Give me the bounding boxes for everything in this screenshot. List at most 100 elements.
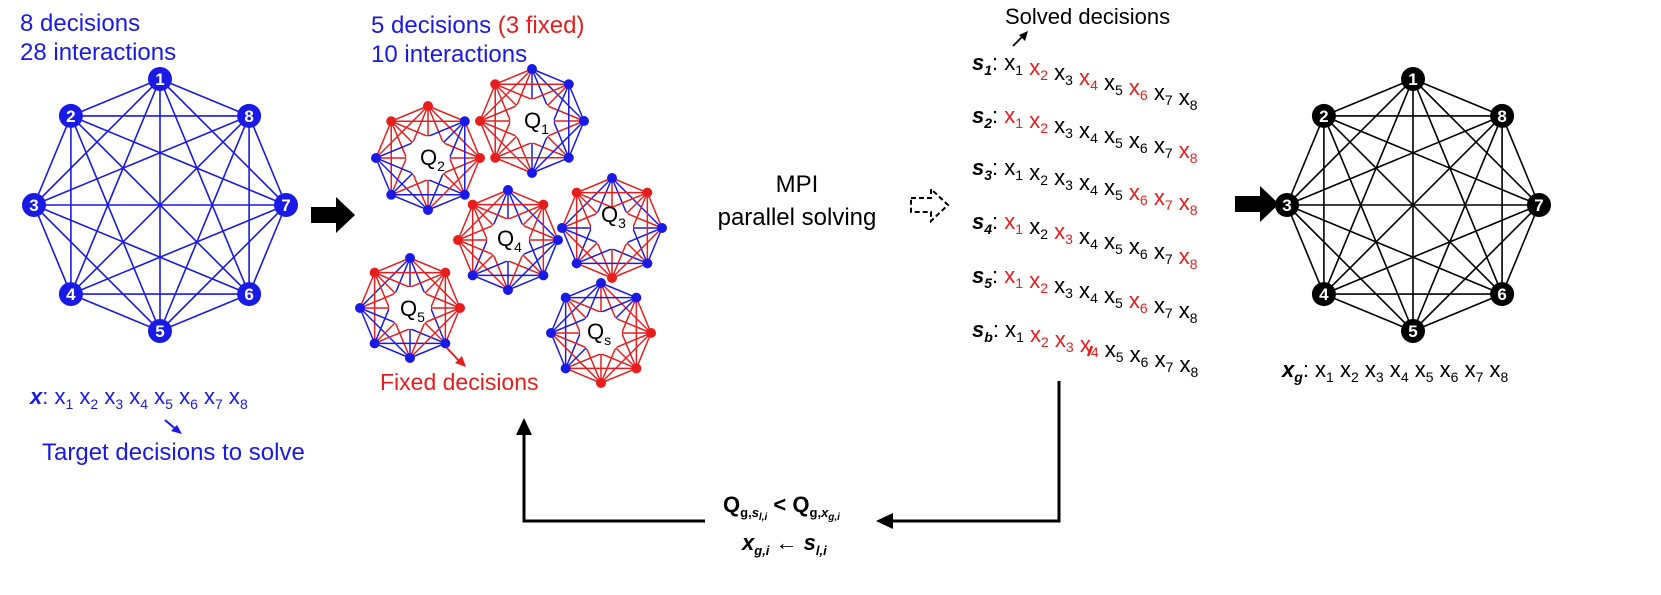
graph-edge xyxy=(1323,204,1540,295)
subgraph-node xyxy=(453,235,463,245)
subgraph-edge xyxy=(568,83,585,122)
subgraph-node xyxy=(596,278,606,288)
subgraph-node xyxy=(557,223,567,233)
subgraph-node xyxy=(440,267,451,278)
subgraph-edge xyxy=(472,189,509,206)
solved-row-1: s1: x1 x2 x3 x4 x5 x6 x7 x8 xyxy=(972,50,1198,113)
subgraph-node xyxy=(503,185,513,195)
graph-node xyxy=(1527,193,1551,217)
subgraph-edge xyxy=(635,332,652,369)
subgraph-edge xyxy=(568,120,585,159)
subgraph-edge xyxy=(507,239,559,291)
solved-row-b-mark xyxy=(1086,345,1094,357)
subgraph-edge xyxy=(494,68,533,85)
graph-edge xyxy=(1412,78,1503,295)
solved-row-2: s2: x1 x2 x3 x4 x5 x6 x7 x8 xyxy=(972,103,1198,166)
graph-node xyxy=(237,103,262,128)
subgraph-edge xyxy=(427,105,466,122)
subgraph-node xyxy=(642,258,653,269)
graph-node xyxy=(237,282,262,307)
subgraph-node xyxy=(467,199,478,210)
subgraph-node xyxy=(538,199,549,210)
subgraph-edge xyxy=(507,189,544,206)
graph-edge xyxy=(1501,115,1540,206)
subgraph-edge xyxy=(472,274,509,291)
graph-node-label: 4 xyxy=(66,285,76,304)
subgraph-node xyxy=(631,363,642,374)
subgraph-edge xyxy=(375,157,392,196)
subgraph-node xyxy=(607,273,617,283)
subproblem-label-q4: Q4 xyxy=(497,226,522,255)
graph-edge xyxy=(1286,204,1325,295)
graph-node xyxy=(1401,319,1425,343)
graph-edge xyxy=(159,293,250,332)
graph-edge xyxy=(70,204,287,295)
subgraph-node xyxy=(560,363,571,374)
graph-node xyxy=(1401,67,1425,91)
subgraph-edge xyxy=(427,194,466,211)
flow-arrow-1 xyxy=(311,197,355,233)
subgraph-edge xyxy=(646,227,663,264)
graph-node xyxy=(1490,103,1515,128)
subgraph-center xyxy=(510,99,554,143)
graph-node xyxy=(148,319,172,343)
graph-node-label: 5 xyxy=(155,322,164,341)
graph-edge xyxy=(70,115,287,206)
subgraph-edge xyxy=(444,272,461,309)
target-arrow-head xyxy=(171,425,182,434)
update-condition: Qg,sl,i < Qg,xg,i xyxy=(723,492,840,523)
subgraph-node xyxy=(527,64,537,74)
graph-edge xyxy=(1412,293,1503,332)
left-decisions-count: 8 decisions xyxy=(20,10,140,37)
middle-interactions-count: 10 interactions xyxy=(371,41,527,68)
graph-node-label: 7 xyxy=(1534,196,1543,215)
graph-edge xyxy=(1323,78,1414,295)
graph-edge xyxy=(248,204,287,295)
subgraph-edge xyxy=(359,272,376,309)
solved-row-3: s3: x1 x2 x3 x4 x5 x6 x7 x8 xyxy=(972,155,1198,218)
graph-edge xyxy=(159,78,250,295)
update-rule: Qg,sl,i < Qg,xg,i xg,i ← sl,i xyxy=(723,492,840,558)
subgraph-node xyxy=(563,152,574,163)
subgraph-edge xyxy=(550,332,567,369)
solved-arrow-head xyxy=(1019,31,1028,41)
graph-edge xyxy=(1412,115,1503,332)
feedback-line-right xyxy=(892,381,1061,523)
left-interactions-count: 28 interactions xyxy=(20,39,176,66)
subgraph-node xyxy=(538,270,549,281)
middle-panel: 5 decisions (3 fixed) 10 interactions Q2… xyxy=(355,12,667,395)
subgraph-edge xyxy=(561,192,578,229)
graph-edge xyxy=(1412,78,1503,117)
subgraph-edge xyxy=(600,282,637,299)
graph-node-label: 3 xyxy=(1282,196,1291,215)
subgraph-node xyxy=(657,223,667,233)
subgraph-edge xyxy=(565,367,602,384)
graph-node-label: 8 xyxy=(244,107,253,126)
graph-edge xyxy=(1323,293,1414,332)
subgraph-node xyxy=(455,303,465,313)
graph-edge xyxy=(70,115,161,332)
feedback-line-left xyxy=(522,434,705,523)
subgraph-center xyxy=(487,219,529,261)
subgraph-node xyxy=(423,101,433,111)
fixed-arrow-head xyxy=(455,356,466,367)
subgraph-node xyxy=(459,189,470,200)
graph-edge xyxy=(33,115,250,206)
subgraph-node xyxy=(571,258,582,269)
subgraph-node xyxy=(571,187,582,198)
subgraph-center xyxy=(406,136,450,180)
subgraph-edge xyxy=(531,120,585,174)
subproblem-label-q3: Q3 xyxy=(601,202,626,231)
graph-edge xyxy=(1286,115,1503,206)
graph-node xyxy=(58,103,83,128)
subgraph-edge xyxy=(611,177,648,194)
flow-arrow-2 xyxy=(1235,186,1279,222)
graph-node-label: 7 xyxy=(281,196,290,215)
graph-node xyxy=(1311,103,1336,128)
graph-edge xyxy=(70,78,161,117)
graph-node-label: 4 xyxy=(1319,285,1329,304)
mpi-subtitle: parallel solving xyxy=(718,204,877,231)
solved-panel: Solved decisions s1: x1 x2 x3 x4 x5 x6 x… xyxy=(972,4,1199,380)
subgraph-node xyxy=(386,116,397,127)
